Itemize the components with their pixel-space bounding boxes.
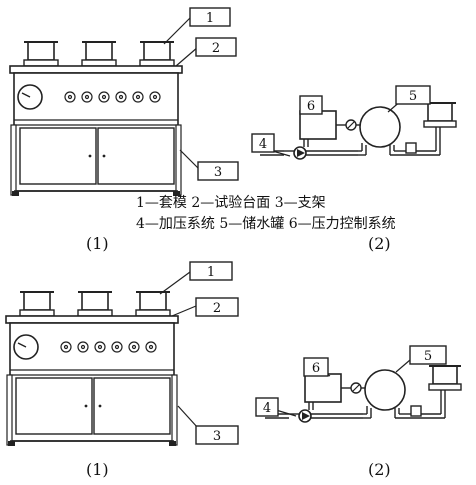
- callout-label: 4: [263, 401, 271, 416]
- schematic-drawing-bottom: [264, 365, 462, 423]
- caption-bottom-left: (1): [86, 460, 109, 479]
- callout-box: [409, 345, 447, 365]
- callout-label: 4: [259, 137, 267, 152]
- bench-drawing-top: [9, 41, 183, 197]
- callout-box: [195, 37, 237, 57]
- callout-box: [189, 261, 233, 281]
- callout-box: [395, 85, 431, 105]
- callout-box: [197, 161, 239, 181]
- callout-label: 1: [207, 265, 215, 280]
- caption-bottom-right: (2): [368, 460, 391, 479]
- callout-box: [303, 357, 329, 377]
- callout-label: 2: [212, 41, 220, 56]
- callout-box: [251, 133, 275, 153]
- callout-label: 2: [213, 301, 221, 316]
- schematic-drawing-top: [259, 102, 457, 160]
- callout-label: 5: [424, 349, 432, 364]
- callout-box: [195, 297, 239, 317]
- bench-drawing-bottom: [5, 291, 179, 447]
- callout-box: [299, 95, 323, 115]
- callout-label: 6: [307, 99, 315, 114]
- legend-line-2: 4—加压系统 5—储水罐 6—压力控制系统: [136, 216, 396, 232]
- callout-label: 3: [214, 165, 222, 180]
- callout-label: 5: [409, 89, 417, 104]
- caption-top-right: (2): [368, 234, 391, 253]
- legend-line-1: 1—套模 2—试验台面 3—支架: [136, 195, 326, 211]
- callout-label: 3: [213, 429, 221, 444]
- callout-label: 1: [206, 11, 214, 26]
- callout-box: [195, 425, 239, 445]
- callout-box: [189, 7, 231, 27]
- callout-box: [255, 397, 279, 417]
- caption-top-left: (1): [86, 234, 109, 253]
- callout-label: 6: [312, 361, 320, 376]
